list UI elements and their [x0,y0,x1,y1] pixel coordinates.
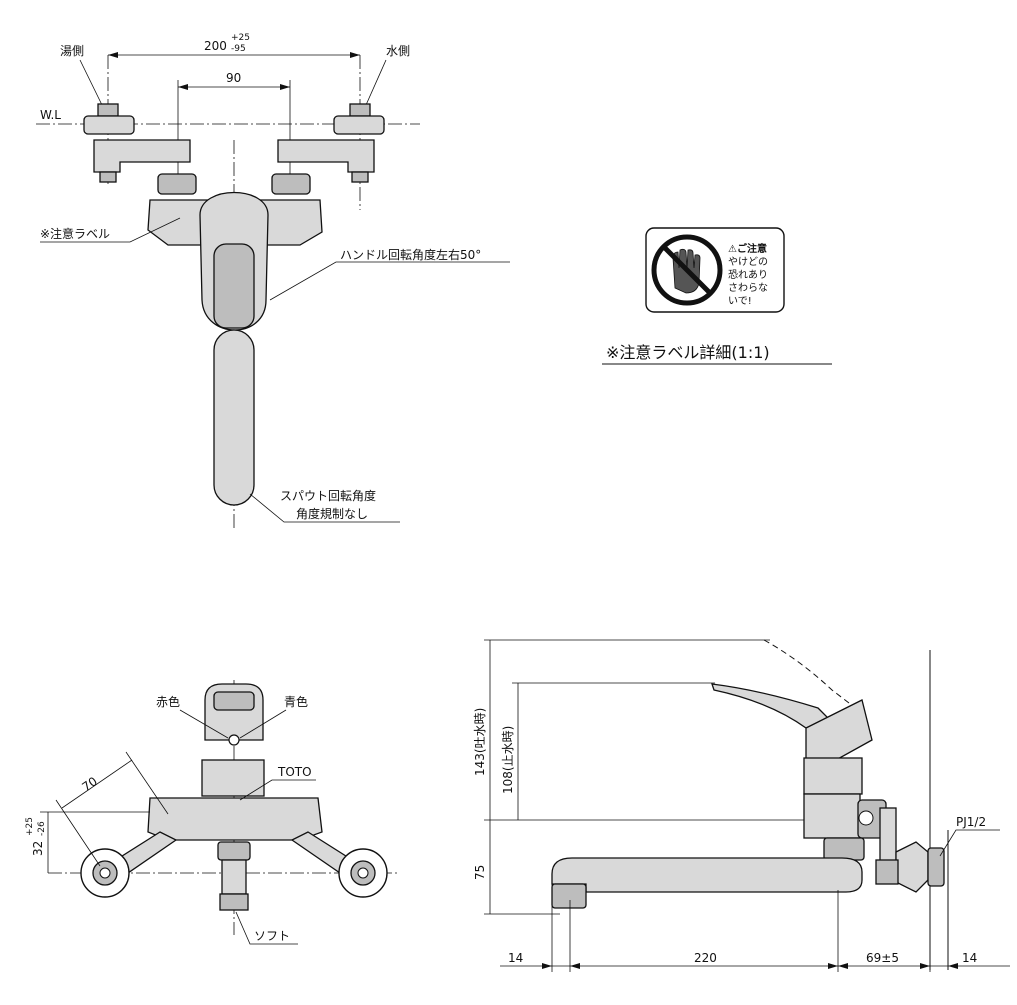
blue-label: 青色 [284,695,308,709]
dim-200: 200 [204,39,227,53]
water-level-label: W.L [40,108,61,122]
dim-200-tol-minus: -95 [231,44,246,54]
dim-220: 220 [694,951,717,965]
caution-label-text: ※注意ラベル [40,226,110,241]
dim-200-tol-plus: +25 [231,33,250,43]
brand-label: TOTO [277,765,312,779]
red-label: 赤色 [156,695,180,709]
spout-rotation-line1: スパウト回転角度 [280,488,376,503]
hot-side-label: 湯側 [60,44,84,58]
dim-32-tol-minus: -26 [37,821,47,836]
dim-108: 108(止水時) [501,726,515,794]
handle-rotation-text: ハンドル回転角度左右50° [340,247,481,262]
side-view: 143(吐水時) 108(止水時) 75 PJ1/2 [473,639,1010,972]
dim-14-left: 14 [508,951,523,965]
warning-line-1: やけどの [728,256,768,268]
warning-line-4: いで! [728,296,752,307]
spout-rotation-line2: 角度規制なし [296,506,368,521]
dim-14-right: 14 [962,951,977,965]
front-view: 赤色 青色 TOTO ソフト 70 32 +25 -26 [25,680,400,945]
dim-143: 143(吐水時) [473,708,487,776]
dim-90: 90 [226,71,241,85]
caution-label-detail: ⚠ご注意 やけどの 恐れあり さわらな いで! ※注意ラベル詳細(1:1) [602,227,832,365]
dim-69: 69±5 [866,951,899,965]
warning-line-3: さわらな [728,282,768,294]
cold-side-label: 水側 [386,44,410,58]
dim-70: 70 [79,774,99,794]
warning-line-2: 恐れあり [728,269,768,281]
dim-32-tol-plus: +25 [25,817,35,836]
top-view: W.L 200 +25 -95 90 湯側 水側 [36,33,510,530]
thread-label: PJ1/2 [956,815,986,829]
soft-label: ソフト [254,929,290,943]
dim-75: 75 [473,865,487,880]
caution-detail-title: ※注意ラベル詳細(1:1) [606,343,770,362]
warning-heading: ⚠ご注意 [728,242,767,255]
dim-32: 32 [31,841,45,856]
